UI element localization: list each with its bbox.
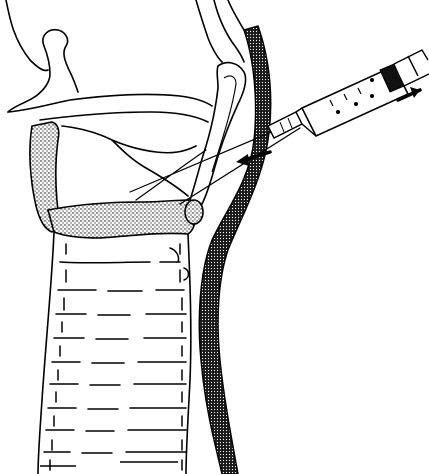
ligament-band xyxy=(190,63,246,204)
trachea xyxy=(38,232,191,474)
tracheal-rings xyxy=(44,244,189,470)
cartilage-knot xyxy=(185,200,203,224)
lower-contours xyxy=(40,462,178,466)
syringe xyxy=(268,50,429,138)
cricothyroid-membrane xyxy=(48,200,196,238)
